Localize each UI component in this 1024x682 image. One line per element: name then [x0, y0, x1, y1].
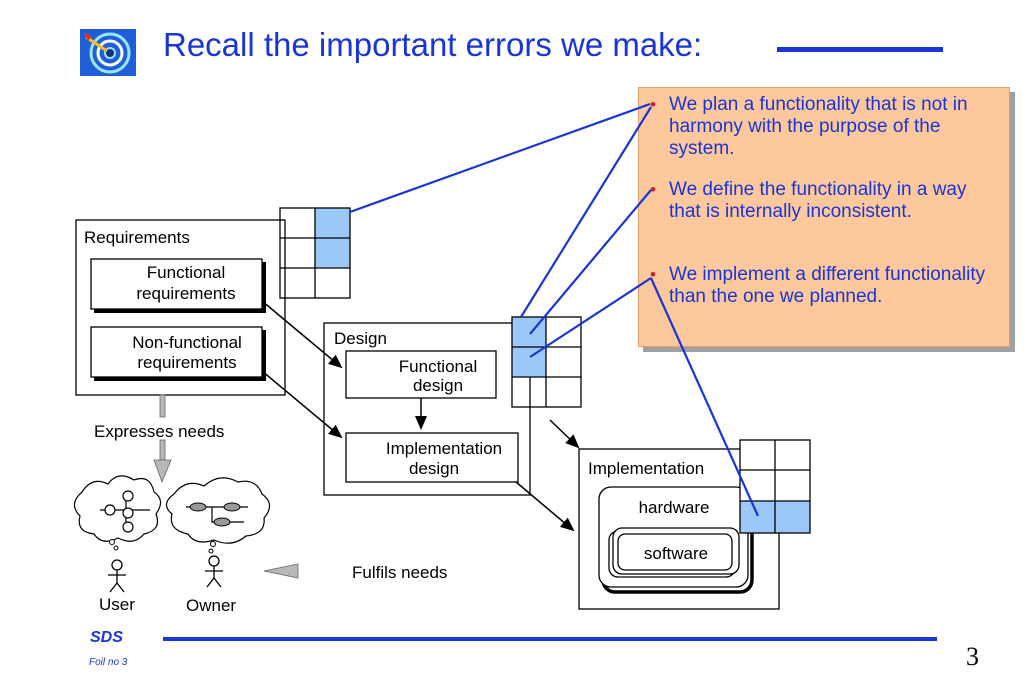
- errors-callout: • We plan a functionality that is not in…: [638, 87, 1010, 347]
- owner-label: Owner: [186, 596, 236, 615]
- implementation-grid: [739, 439, 811, 534]
- functional-requirements-line1: Functional: [147, 263, 225, 282]
- footer-sds-label: SDS: [90, 629, 123, 646]
- requirements-label: Requirements: [84, 228, 190, 247]
- functional-design-line1: Functional: [399, 357, 477, 376]
- footer-rule: [163, 637, 937, 641]
- title-underline: [777, 47, 943, 52]
- foil-number-label: Foil no 3: [89, 657, 128, 668]
- fulfils-needs-arrow: [263, 563, 299, 579]
- callout-bullet-3: • We implement a different functionality…: [650, 264, 986, 307]
- functional-design-line2: design: [413, 376, 463, 395]
- implementation-design-line2: design: [409, 459, 459, 478]
- bullet-dot-icon: •: [650, 180, 656, 199]
- implementation-label: Implementation: [588, 459, 704, 478]
- page-number: 3: [966, 642, 979, 671]
- page-title: Recall the important errors we make:: [163, 26, 703, 63]
- expresses-needs-label: Expresses needs: [94, 422, 224, 441]
- user-stick-figure-icon: [108, 559, 126, 593]
- flow-arrows: [261, 300, 580, 532]
- design-label: Design: [334, 329, 387, 348]
- design-box: Design Functional design Implementation …: [323, 322, 531, 496]
- requirements-grid: [279, 207, 351, 299]
- nonfunctional-requirements-line2: requirements: [137, 353, 236, 372]
- implementation-design-line1: Implementation: [386, 439, 502, 458]
- software-label: software: [644, 544, 708, 563]
- owner-stick-figure-icon: [205, 555, 223, 588]
- bullet-dot-icon: •: [650, 265, 656, 284]
- target-logo-icon: [80, 29, 136, 76]
- bullet-dot-icon: •: [650, 95, 656, 114]
- user-thought-cloud: [73, 475, 162, 551]
- callout-bullet-1: • We plan a functionality that is not in…: [650, 94, 968, 159]
- owner-thought-cloud: [165, 477, 271, 554]
- fulfils-needs-label: Fulfils needs: [352, 563, 447, 582]
- nonfunctional-requirements-line1: Non-functional: [132, 333, 242, 352]
- software-box: software: [608, 527, 740, 578]
- nonfunctional-requirements-box: Non-functional requirements: [90, 326, 266, 381]
- user-label: User: [99, 595, 135, 614]
- expresses-needs-arrow: [153, 394, 172, 484]
- functional-requirements-box: Functional requirements: [90, 258, 266, 313]
- functional-requirements-line2: requirements: [136, 284, 235, 303]
- requirements-box: Requirements Functional requirements Non…: [75, 219, 286, 396]
- hardware-label: hardware: [639, 498, 710, 517]
- implementation-design-box: Implementation design: [345, 432, 519, 483]
- functional-design-box: Functional design: [345, 350, 497, 399]
- callout-bullet-2: • We define the functionality in a way t…: [650, 179, 967, 222]
